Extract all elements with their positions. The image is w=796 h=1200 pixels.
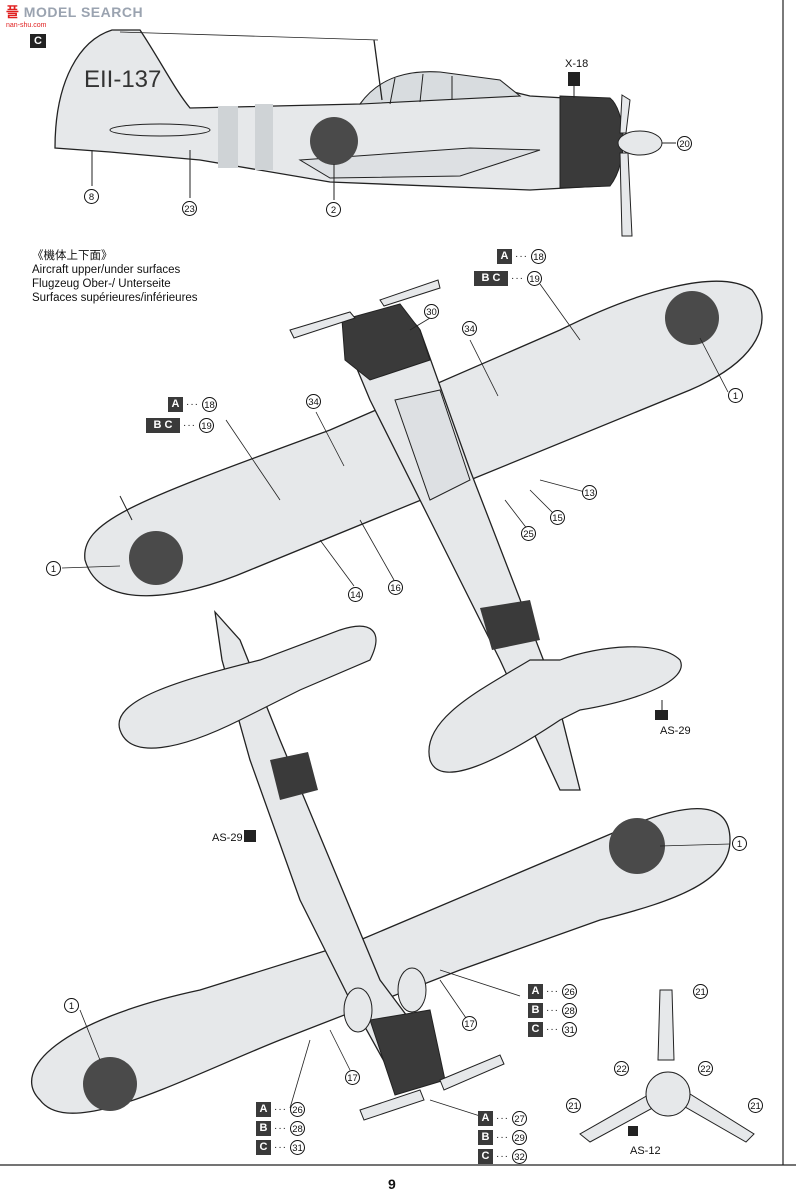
ref-under-left-a: A···26	[256, 1101, 305, 1117]
paint-spot-as29-upper	[655, 710, 668, 720]
ref-under-right-a: A···26	[528, 983, 577, 999]
paint-spot-as12	[628, 1126, 638, 1136]
ref-under-bottom-b: B···29	[478, 1129, 527, 1145]
part-callout-16: 16	[388, 580, 403, 595]
side-view-aircraft	[54, 29, 676, 237]
under-view-aircraft	[30, 609, 731, 1121]
ref-under-left-b: B···28	[256, 1120, 305, 1136]
heading-jp: 《機体上下面》	[32, 250, 113, 262]
watermark-logo: 플	[6, 4, 20, 20]
propeller-detail	[579, 989, 755, 1143]
part-callout-20: 20	[677, 136, 692, 151]
part-callout-1-upper-right: 1	[728, 388, 743, 403]
ref-upper-top-bc: B C···19	[474, 270, 542, 286]
ref-upper-left-bc: B C···19	[146, 417, 214, 433]
upper-view-aircraft	[61, 279, 763, 791]
paint-label-as29-under: AS-29	[212, 832, 243, 844]
part-callout-1-upper-left: 1	[46, 561, 61, 576]
paint-label-as29-upper: AS-29	[660, 725, 691, 737]
wing-side	[298, 147, 541, 179]
heading-fr: Surfaces supérieures/inférieures	[32, 292, 198, 304]
paint-spot-x18	[568, 72, 580, 86]
page-number: 9	[388, 1176, 396, 1192]
ref-upper-left-a: A···18	[168, 396, 217, 412]
part-callout-23: 23	[182, 201, 197, 216]
fuselage-band-2	[255, 104, 273, 170]
canopy	[358, 71, 522, 105]
upper-cowling	[341, 303, 431, 381]
upper-tailplane	[428, 646, 682, 773]
antenna-mast	[373, 39, 383, 101]
watermark-text: MODEL SEARCH	[23, 4, 144, 20]
heading-de: Flugzeug Ober-/ Unterseite	[32, 278, 171, 290]
hinomaru-upper-right	[665, 291, 719, 345]
part-callout-21-top: 21	[693, 984, 708, 999]
ref-under-right-c: C···31	[528, 1021, 577, 1037]
fuselage-band-under	[270, 752, 318, 800]
part-callout-14: 14	[348, 587, 363, 602]
engine-cowling	[559, 95, 624, 189]
ref-under-bottom-a: A···27	[478, 1110, 527, 1126]
part-callout-34-b: 34	[306, 394, 321, 409]
part-callout-22-left: 22	[614, 1061, 629, 1076]
paint-spot-as29-under	[244, 830, 256, 842]
under-prop-left	[359, 1089, 425, 1121]
hinomaru-under-right	[609, 818, 665, 874]
upper-prop-right	[379, 279, 441, 307]
part-callout-13: 13	[582, 485, 597, 500]
paint-label-x18: X-18	[565, 58, 589, 70]
under-tailplane	[118, 625, 377, 749]
under-prop-right	[439, 1054, 505, 1091]
part-callout-34-a: 34	[462, 321, 477, 336]
upper-prop-left	[289, 311, 356, 339]
part-callout-21-right: 21	[748, 1098, 763, 1113]
part-callout-21-left: 21	[566, 1098, 581, 1113]
ref-under-left-c: C···31	[256, 1139, 305, 1155]
part-callout-1-under-left: 1	[64, 998, 79, 1013]
paint-label-as12: AS-12	[630, 1145, 661, 1157]
part-callout-8: 8	[84, 189, 99, 204]
section-heading: 《機体上下面》 Aircraft upper/under surfaces Fl…	[32, 249, 198, 305]
ref-under-right-b: B···28	[528, 1002, 577, 1018]
part-callout-30: 30	[424, 304, 439, 319]
wheel-left	[343, 987, 373, 1033]
part-callout-25: 25	[521, 526, 536, 541]
under-cowling	[369, 1009, 446, 1096]
tail-code: EII-137	[84, 66, 162, 93]
heading-en: Aircraft upper/under surfaces	[32, 264, 181, 276]
watermark: 플 MODEL SEARCH	[6, 4, 143, 20]
spinner	[617, 130, 663, 156]
hinomaru-upper-left	[129, 531, 183, 585]
wheel-right	[397, 967, 427, 1013]
prop-detail-hub	[645, 1071, 691, 1117]
fuselage-band	[218, 106, 238, 168]
hinomaru-under-left	[83, 1057, 137, 1111]
prop-blade-up	[619, 94, 631, 134]
ref-under-bottom-c: C···32	[478, 1148, 527, 1164]
view-tag: C	[30, 34, 46, 48]
antenna-wire	[119, 31, 379, 41]
stabilizer	[109, 123, 211, 137]
ref-upper-top-a: A···18	[497, 248, 546, 264]
part-callout-17-b: 17	[345, 1070, 360, 1085]
prop-detail-blade-right	[679, 1093, 755, 1143]
part-callout-1-under-right: 1	[732, 836, 747, 851]
part-callout-15: 15	[550, 510, 565, 525]
watermark-url: nan-shu.com	[6, 22, 47, 29]
under-wing	[30, 807, 731, 1114]
part-callout-17-a: 17	[462, 1016, 477, 1031]
prop-blade-down	[619, 152, 633, 237]
part-callout-2: 2	[326, 202, 341, 217]
part-callout-22-right: 22	[698, 1061, 713, 1076]
upper-canopy	[394, 389, 471, 501]
fuselage-band-upper	[480, 600, 540, 650]
hinomaru-side	[310, 117, 358, 165]
prop-detail-blade-top	[657, 989, 675, 1061]
